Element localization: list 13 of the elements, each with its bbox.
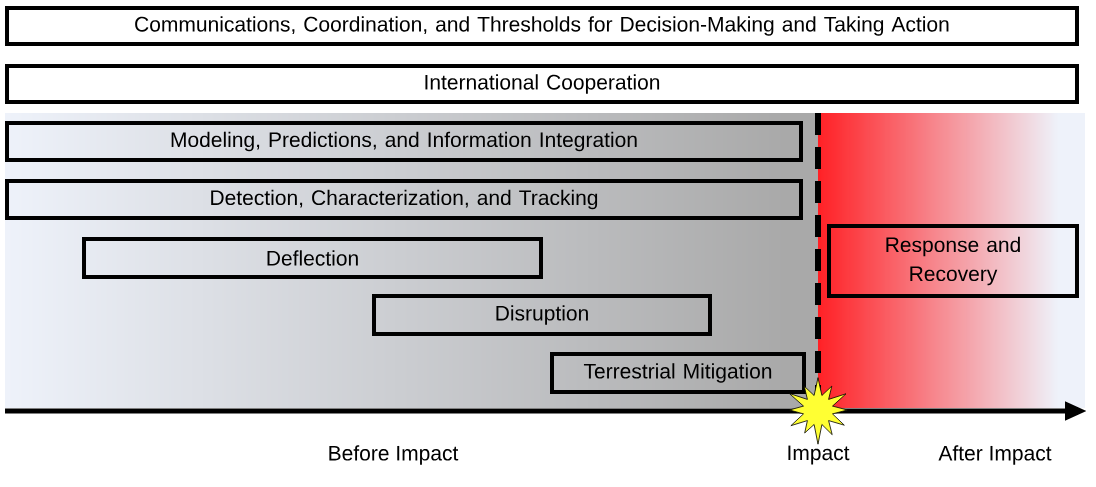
shaded-band (5, 113, 818, 408)
activity-box: Terrestrial Mitigation (550, 352, 806, 394)
axis-label: Before Impact (329, 445, 459, 465)
activity-box: Communications, Coordination, and Thresholds for Decision-Making and Taking Action (5, 6, 1079, 46)
axis-label: After Impact (938, 445, 1052, 465)
activity-box: Detection, Characterization, and Tracking (5, 179, 803, 220)
axis-label: Impact (788, 445, 850, 465)
activity-box: Deflection (82, 237, 543, 279)
activity-box: Response and Recovery (827, 224, 1079, 298)
activity-box: Disruption (372, 294, 712, 336)
activity-box: International Cooperation (5, 64, 1079, 104)
shaded-band (818, 113, 1085, 408)
activity-box: Modeling, Predictions, and Information Integration (5, 121, 803, 162)
